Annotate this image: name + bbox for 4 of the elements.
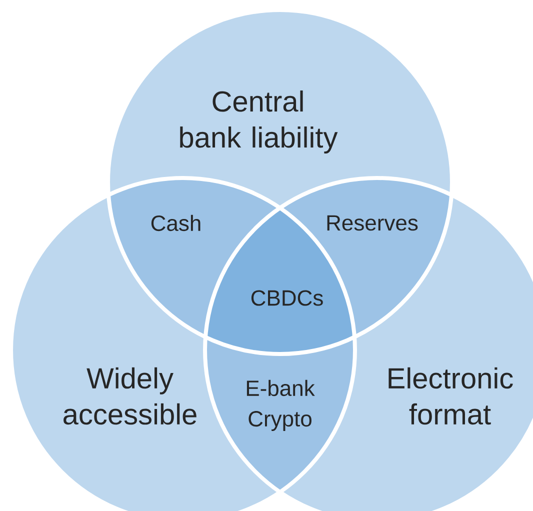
region-label: CBDCs	[251, 290, 323, 306]
region-label: Cash	[151, 214, 200, 232]
region-label: E-bank	[246, 380, 315, 396]
region-label: Crypto	[248, 411, 312, 431]
